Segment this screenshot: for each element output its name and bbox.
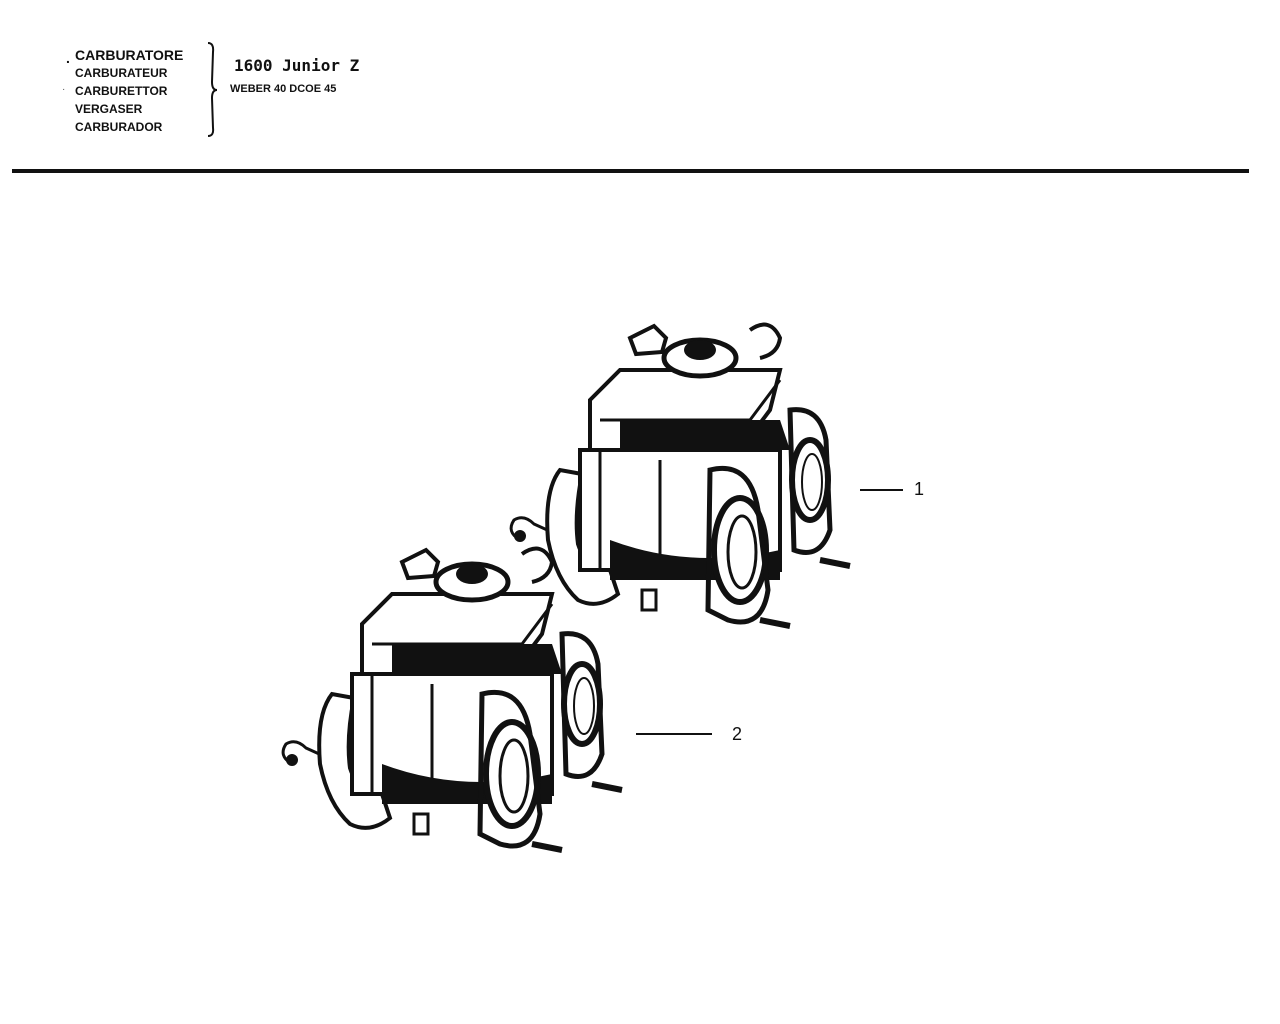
brace-icon (207, 42, 218, 137)
part-title-block: CARBURATORE CARBURATEUR CARBURETTOR VERG… (75, 46, 183, 136)
title-spanish: CARBURADOR (75, 120, 163, 134)
model-name: 1600 Junior Z (234, 56, 360, 75)
bullet-mark: . (66, 50, 70, 66)
title-italian: CARBURATORE (75, 47, 184, 63)
carburettor-type: WEBER 40 DCOE 45 (230, 83, 337, 95)
bullet-mark-small: · (62, 84, 66, 95)
title-german: VERGASER (75, 102, 143, 116)
header-divider (12, 169, 1249, 173)
title-french: CARBURATEUR (75, 66, 168, 80)
carburettor-1 (511, 325, 850, 626)
title-english: CARBURETTOR (75, 84, 168, 98)
callout-label-2: 2 (732, 724, 743, 744)
callout-label-1: 1 (914, 479, 925, 499)
